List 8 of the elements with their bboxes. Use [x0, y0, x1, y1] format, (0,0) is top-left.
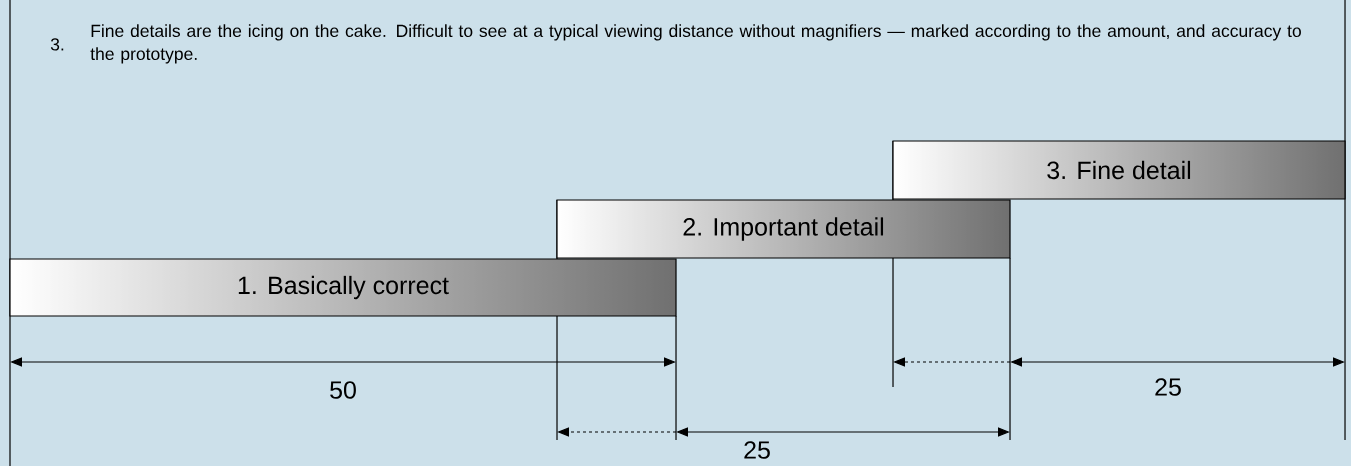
- bar: 2. Important detail: [556, 199, 1011, 259]
- dimension-label: 25: [744, 441, 770, 459]
- dimension-label: 50: [330, 381, 356, 399]
- bar: 3. Fine detail: [892, 140, 1346, 200]
- note-text: Fine details are the icing on the cake. Difficult to see at a typical viewing distance without magnifiers — marked according to the amount, and accuracy to the prototype.: [90, 24, 1301, 64]
- list-number: 3.: [50, 38, 64, 51]
- bar: 1. Basically correct: [9, 258, 677, 317]
- dimension-label: 25: [1155, 378, 1181, 396]
